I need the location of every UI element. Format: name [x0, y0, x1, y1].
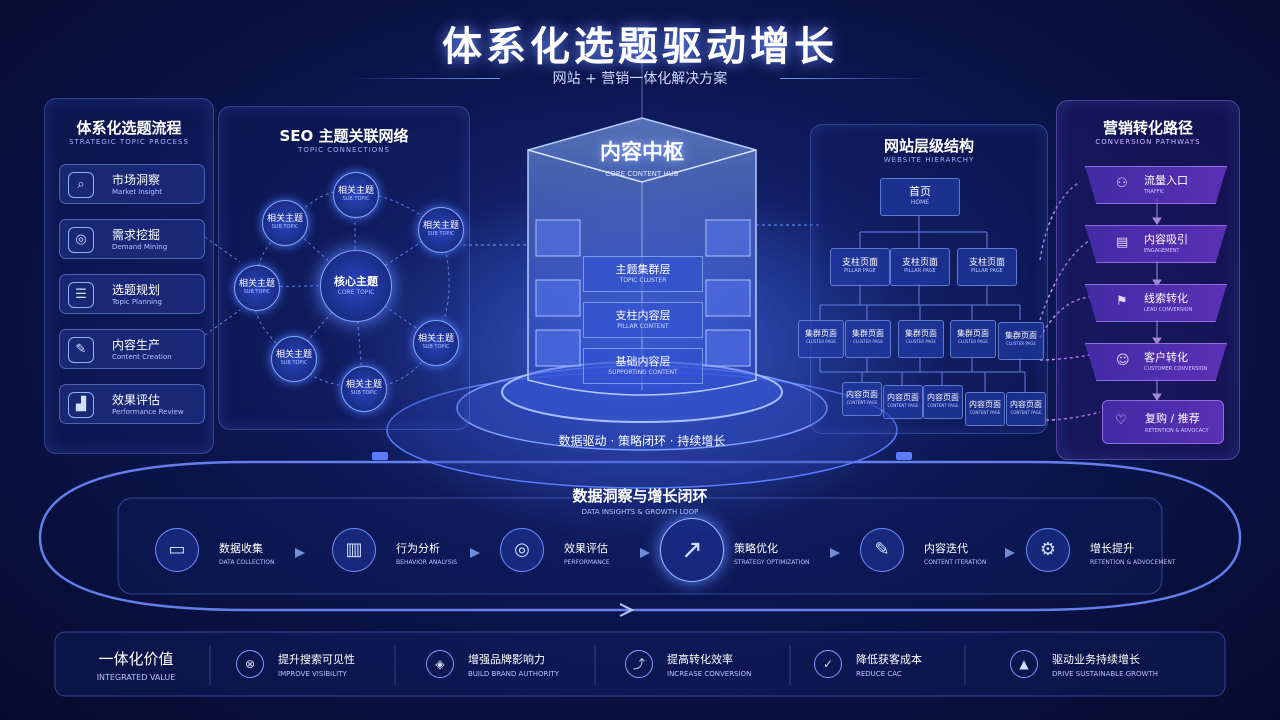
value-header: 一体化价值 INTEGRATED VALUE — [66, 648, 206, 682]
step-label-en: Topic Planning — [112, 298, 162, 306]
loop-arrow — [619, 603, 635, 617]
step-label-en: Content Creation — [112, 353, 172, 361]
value-title: 一体化价值 — [98, 650, 174, 668]
list-icon: ☰ — [68, 282, 94, 308]
target-icon: ◎ — [500, 528, 544, 572]
user-icon: ⚇ — [1116, 176, 1128, 191]
hierarchy-title: 网站层级结构 — [883, 137, 974, 155]
hierarchy-subtitle: WEBSITE HIERARCHY — [883, 156, 975, 164]
process-step-demand-mining[interactable]: ◎ 需求挖掘 Demand Mining — [59, 219, 205, 259]
gear-icon: ⚙ — [1026, 528, 1070, 572]
loop-arrows — [295, 548, 1015, 558]
core-topic-label: 核心主题 — [334, 275, 378, 288]
edit-icon: ✎ — [860, 528, 904, 572]
process-subtitle: STRATEGIC TOPIC PROCESS — [69, 138, 189, 146]
step-label: 内容生产 — [112, 338, 161, 352]
growth-icon: ▲ — [1010, 650, 1038, 678]
customer-icon: ☺ — [1116, 353, 1130, 368]
search-icon: ⌕ — [68, 172, 94, 198]
value-dividers — [209, 645, 966, 685]
process-step-content-creation[interactable]: ✎ 内容生产 Content Creation — [59, 329, 205, 369]
page-subtitle: 网站 + 营销一体化解决方案 — [552, 71, 728, 87]
core-topic-label-en: CORE TOPIC — [337, 289, 375, 296]
step-label: 效果评估 — [112, 393, 161, 407]
pen-icon: ✎ — [68, 337, 94, 363]
conversion-icon: ⤴ — [625, 650, 653, 678]
seo-subtitle: TOPIC CONNECTIONS — [298, 146, 390, 154]
hierarchy-links — [819, 215, 1026, 392]
hub-label: 内容中枢 CORE CONTENT HUB — [560, 136, 724, 178]
step-label-en: Performance Review — [112, 408, 184, 416]
process-step-topic-planning[interactable]: ☰ 选题规划 Topic Planning — [59, 274, 205, 314]
step-label: 市场洞察 — [112, 173, 161, 187]
shield-icon: ◈ — [426, 650, 454, 678]
step-label-en: Market Insight — [112, 188, 163, 196]
conversion-subtitle: CONVERSION PATHWAYS — [1095, 138, 1201, 146]
seo-title: SEO 主题关联网络 — [279, 127, 409, 145]
chart-icon: ▟ — [68, 392, 94, 418]
step-label: 选题规划 — [112, 283, 161, 297]
hub-subtitle: CORE CONTENT HUB — [605, 170, 679, 178]
clipboard-icon: ▭ — [155, 528, 199, 572]
page-title: 体系化选题驱动增长 — [442, 24, 838, 70]
lead-icon: ⚑ — [1116, 294, 1128, 309]
bar-chart-icon: ▥ — [332, 528, 376, 572]
step-label: 需求挖掘 — [112, 228, 161, 242]
core-topic-node[interactable]: 核心主题 CORE TOPIC — [320, 250, 392, 322]
cost-icon: ✓ — [814, 650, 842, 678]
conversion-down-arrows — [1152, 198, 1162, 401]
growth-loop-ring — [38, 460, 1242, 612]
advocacy-icon: ♡ — [1115, 413, 1127, 428]
process-title: 体系化选题流程 — [76, 119, 182, 137]
loop-bar — [117, 497, 1163, 595]
trend-icon: ↗ — [660, 518, 724, 582]
target-scan-icon: ◎ — [68, 227, 94, 253]
conversion-title: 营销转化路径 — [1102, 119, 1193, 137]
hub-base-text: 数据驱动 · 策略闭环 · 持续增长 — [558, 434, 726, 448]
loop-subtitle: DATA INSIGHTS & GROWTH LOOP — [581, 508, 699, 516]
loop-title: 数据洞察与增长闭环 — [572, 487, 708, 505]
content-icon: ▤ — [1116, 235, 1129, 250]
visibility-icon: ⊗ — [236, 650, 264, 678]
value-subtitle: INTEGRATED VALUE — [96, 673, 176, 682]
process-step-performance-review[interactable]: ▟ 效果评估 Performance Review — [59, 384, 205, 424]
step-label-en: Demand Mining — [112, 243, 168, 251]
loop-header: 数据洞察与增长闭环 DATA INSIGHTS & GROWTH LOOP — [440, 485, 840, 516]
hub-title: 内容中枢 — [600, 140, 684, 164]
process-panel: 体系化选题流程 STRATEGIC TOPIC PROCESS ⌕ 市场洞察 M… — [44, 98, 214, 454]
process-step-market-insight[interactable]: ⌕ 市场洞察 Market Insight — [59, 164, 205, 204]
